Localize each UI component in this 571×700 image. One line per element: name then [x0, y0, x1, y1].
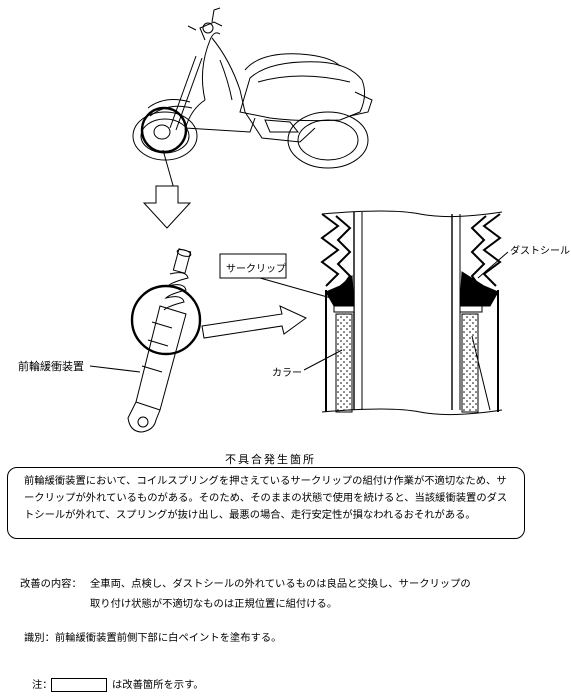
remedy-label: 改善の内容： — [20, 578, 82, 590]
recall-illustration — [89, 7, 509, 433]
dust-seal-leader-line — [477, 251, 509, 279]
note-suffix: は改善箇所を示す。 — [112, 679, 204, 691]
front-shock-label: 前輪緩衝装置 — [18, 360, 84, 373]
scooter-drawing — [132, 7, 373, 169]
defect-description-box: 前輪緩衝装置において、コイルスプリングを押さえているサークリップの組付け作業が不… — [7, 467, 525, 539]
right-arrow — [201, 305, 307, 339]
circlip-label-box — [219, 253, 287, 279]
seal-cross-section — [320, 210, 503, 416]
improved-area-swatch — [51, 678, 107, 692]
identification-text: 識別：前輪緩衝装置前側下部に白ペイントを塗布する。 — [24, 632, 282, 644]
circlip-label: サークリップ — [226, 264, 286, 275]
defect-description-text: 前輪緩衝装置において、コイルスプリングを押さえているサークリップの組付け作業が不… — [24, 475, 508, 521]
remedy-line-1: 全車両、点検し、ダストシールの外れているものは良品と交換し、サークリップの — [90, 578, 471, 590]
circlip-leader-line — [259, 277, 339, 301]
collar-right-leader-line — [471, 335, 491, 411]
defect-location-title: 不具合発生箇所 — [225, 453, 316, 466]
shock-leader-line — [89, 365, 141, 373]
dust-seal-label: ダストシール — [510, 246, 570, 257]
collar-label: カラー — [272, 368, 302, 379]
shock-absorber-drawing — [127, 248, 202, 433]
down-arrow — [142, 185, 192, 229]
collar-leader-line — [303, 349, 343, 371]
note-prefix: 注： — [32, 679, 53, 691]
remedy-line-2: 取り付け状態が不適切なものは正規位置に組付ける。 — [90, 598, 338, 610]
